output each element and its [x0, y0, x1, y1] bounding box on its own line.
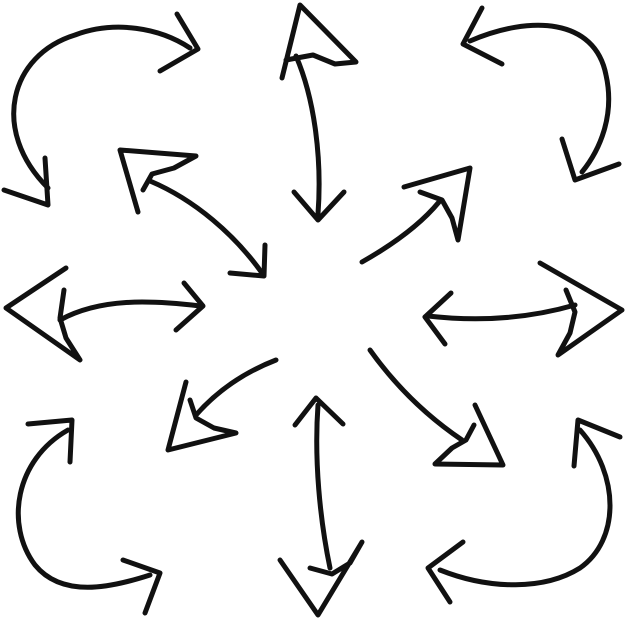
bottom-left-curved-arrow	[15, 417, 163, 616]
top-center-double-arrow	[279, 2, 359, 223]
upper-right-diagonal-arrow	[359, 165, 473, 265]
middle-right-double-arrow	[422, 260, 625, 358]
top-right-curved-arrow	[460, 5, 622, 183]
bottom-right-curved-arrow	[425, 417, 623, 605]
lower-left-diagonal-arrow	[165, 357, 279, 453]
bottom-center-double-arrow	[277, 395, 365, 618]
top-left-curved-arrow	[1, 11, 201, 208]
middle-left-double-arrow	[3, 265, 206, 363]
upper-left-diagonal-double-arrow	[117, 147, 268, 279]
lower-right-diagonal-arrow	[367, 347, 506, 468]
